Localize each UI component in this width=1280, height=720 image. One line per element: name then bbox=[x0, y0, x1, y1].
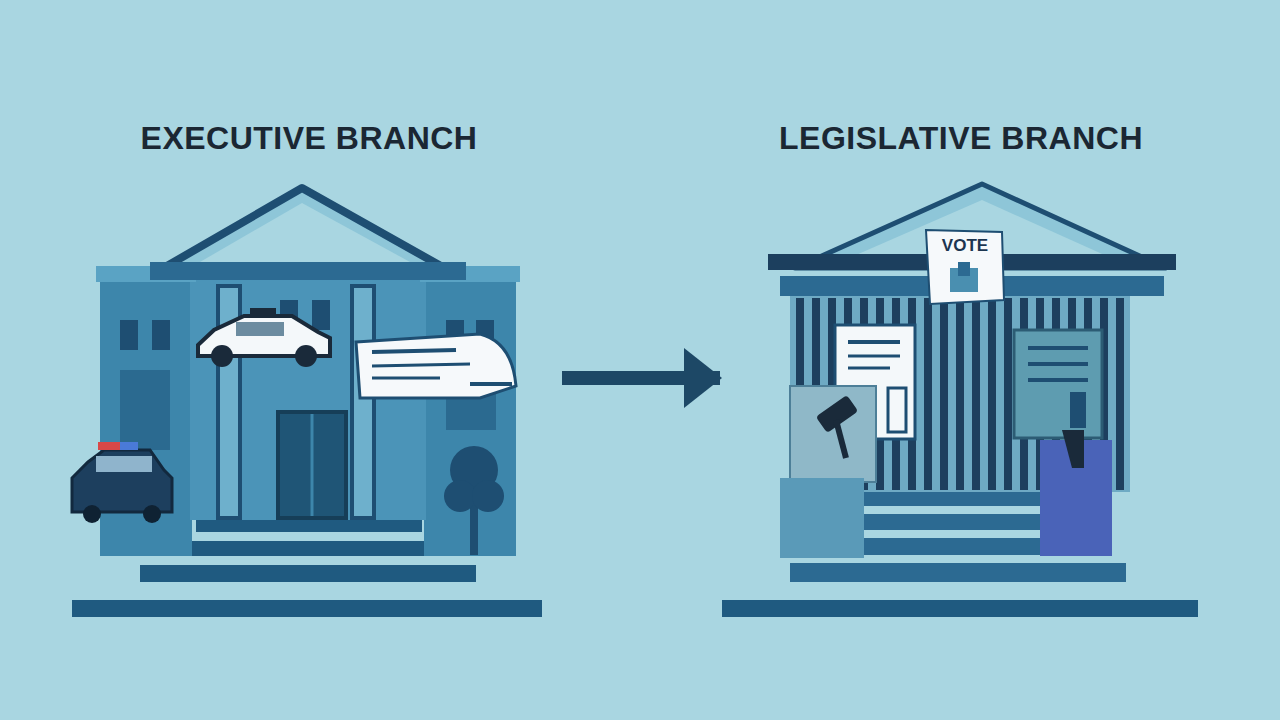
executive-building bbox=[352, 286, 374, 518]
gavel-box bbox=[790, 386, 876, 482]
documents bbox=[1070, 392, 1086, 428]
column-stripe bbox=[924, 298, 932, 490]
column-stripe bbox=[972, 298, 980, 490]
column-stripe bbox=[1116, 298, 1124, 490]
documents bbox=[1014, 330, 1102, 438]
police-car bbox=[236, 322, 284, 336]
executive-building bbox=[140, 565, 476, 582]
legislative-building bbox=[722, 184, 1198, 617]
executive-building bbox=[311, 414, 314, 516]
branch-building: EXECUTIVE BRANCH bbox=[70, 112, 548, 622]
branch-building: LEGISLATIVE BRANCH bbox=[722, 112, 1200, 622]
tree bbox=[444, 480, 476, 512]
executive-building bbox=[150, 262, 466, 280]
police-car bbox=[211, 345, 233, 367]
train-document bbox=[372, 350, 456, 352]
legislative-building bbox=[790, 563, 1126, 582]
executive-building bbox=[72, 600, 542, 617]
executive-building bbox=[120, 370, 170, 450]
documents bbox=[888, 388, 906, 432]
patrol-car bbox=[72, 450, 172, 512]
legislative-building bbox=[722, 600, 1198, 617]
train-document bbox=[372, 377, 440, 380]
purple-box bbox=[1040, 430, 1112, 556]
executive-building bbox=[200, 203, 410, 262]
train-document bbox=[356, 334, 516, 398]
tree bbox=[444, 446, 504, 555]
patrol-car bbox=[96, 456, 152, 472]
train-document bbox=[470, 382, 512, 386]
documents bbox=[848, 367, 890, 370]
gavel-box bbox=[836, 420, 846, 458]
police-car bbox=[198, 308, 330, 367]
executive-building bbox=[120, 320, 138, 350]
flow-arrow bbox=[562, 371, 720, 385]
sign-label: VOTE bbox=[928, 236, 1002, 256]
documents bbox=[1028, 378, 1088, 382]
train-document bbox=[372, 364, 470, 366]
column-stripe bbox=[988, 298, 996, 490]
tree bbox=[472, 480, 504, 512]
purple-box bbox=[1062, 430, 1084, 468]
executive-building bbox=[196, 518, 422, 532]
patrol-car bbox=[98, 442, 120, 450]
column-stripe bbox=[940, 298, 948, 490]
executive-building bbox=[424, 282, 516, 556]
column-stripe bbox=[956, 298, 964, 490]
patrol-car bbox=[83, 505, 101, 523]
legislative-building bbox=[790, 296, 1130, 492]
patrol-car bbox=[143, 505, 161, 523]
branch-heading: LEGISLATIVE BRANCH bbox=[722, 112, 1200, 157]
executive-building bbox=[168, 541, 448, 556]
executive-building bbox=[312, 300, 330, 330]
vote-sign bbox=[926, 230, 1004, 304]
executive-building bbox=[152, 320, 170, 350]
vote-sign bbox=[926, 230, 1004, 304]
police-car bbox=[295, 345, 317, 367]
documents bbox=[1028, 362, 1088, 366]
column-stripe bbox=[1004, 298, 1012, 490]
police-car bbox=[250, 308, 276, 316]
executive-building bbox=[160, 188, 448, 270]
executive-building bbox=[100, 282, 192, 556]
gavel-box bbox=[780, 478, 864, 558]
executive-building bbox=[72, 188, 542, 617]
documents bbox=[1028, 346, 1088, 350]
vote-sign bbox=[958, 262, 970, 276]
executive-building bbox=[278, 412, 346, 518]
train-document bbox=[356, 334, 516, 398]
documents bbox=[848, 355, 900, 358]
patrol-car bbox=[120, 442, 138, 450]
documents bbox=[848, 340, 900, 344]
patrol-car bbox=[72, 442, 172, 523]
gavel-box bbox=[780, 386, 876, 558]
branch-heading: EXECUTIVE BRANCH bbox=[70, 112, 548, 157]
